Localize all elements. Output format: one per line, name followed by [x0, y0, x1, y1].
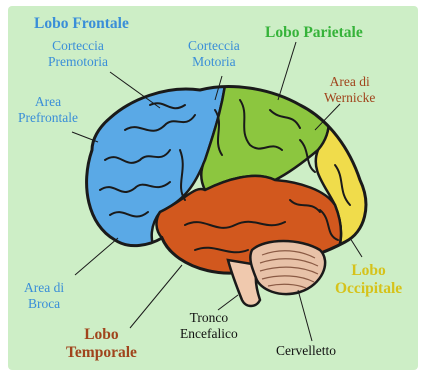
label-lobo-temporale: Lobo Temporale — [66, 326, 137, 363]
label-area-broca: Area di Broca — [24, 280, 64, 312]
label-lobo-parietale: Lobo Parietale — [265, 24, 363, 42]
label-corteccia-motoria: Corteccia Motoria — [188, 38, 240, 70]
label-lobo-occipitale-line2: Occipitale — [335, 280, 402, 298]
parietal-lobe — [201, 60, 329, 190]
label-tronco-encefalico: Tronco Encefalico — [180, 310, 238, 342]
label-area-prefrontale: Area Prefrontale — [18, 94, 78, 126]
label-area-prefrontale-line2: Prefrontale — [18, 110, 78, 126]
label-cervelletto: Cervelletto — [276, 343, 336, 359]
cerebellum — [250, 241, 325, 294]
label-area-wernicke-line1: Area di — [324, 74, 375, 90]
label-area-wernicke-line2: Wernicke — [324, 90, 375, 106]
label-corteccia-premotoria-line2: Premotoria — [48, 54, 108, 70]
label-area-wernicke: Area di Wernicke — [324, 74, 375, 106]
label-lobo-occipitale-line1: Lobo — [335, 262, 402, 280]
label-lobo-temporale-line1: Lobo — [66, 326, 137, 344]
label-corteccia-motoria-line1: Corteccia — [188, 38, 240, 54]
label-tronco-encefalico-line2: Encefalico — [180, 326, 238, 342]
label-lobo-temporale-line2: Temporale — [66, 344, 137, 362]
label-lobo-occipitale: Lobo Occipitale — [335, 262, 402, 299]
label-lobo-frontale: Lobo Frontale — [34, 15, 129, 33]
label-area-broca-line1: Area di — [24, 280, 64, 296]
label-tronco-encefalico-line1: Tronco — [180, 310, 238, 326]
label-corteccia-premotoria-line1: Corteccia — [48, 38, 108, 54]
label-corteccia-premotoria: Corteccia Premotoria — [48, 38, 108, 70]
label-corteccia-motoria-line2: Motoria — [188, 54, 240, 70]
label-area-broca-line2: Broca — [24, 296, 64, 312]
label-area-prefrontale-line1: Area — [18, 94, 78, 110]
